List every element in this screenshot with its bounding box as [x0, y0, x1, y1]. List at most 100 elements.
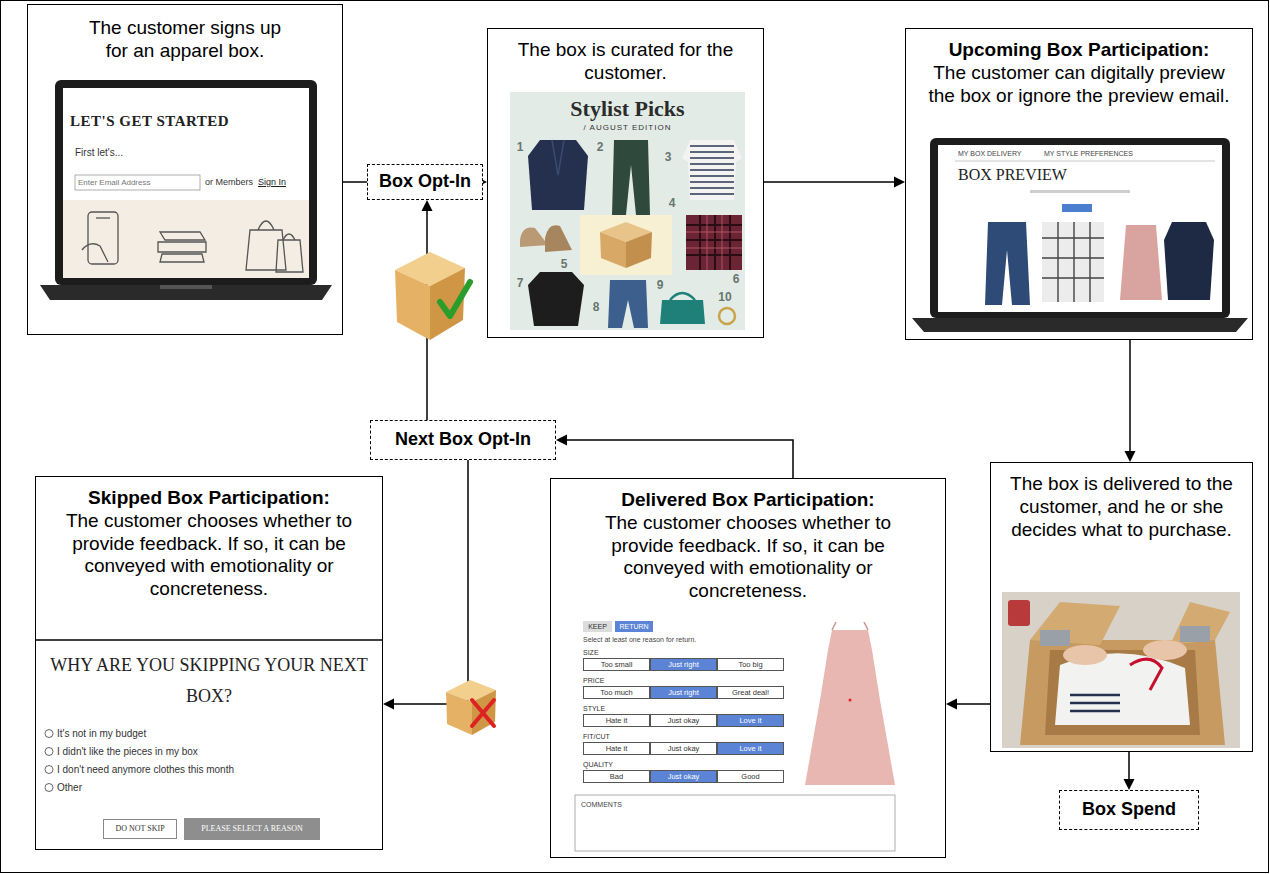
rating-cell: Just okay	[650, 714, 717, 727]
box-heading: Upcoming Box Participation:	[906, 39, 1252, 62]
preview-laptop-part-part	[1042, 237, 1104, 238]
connector	[764, 177, 905, 188]
return-button: RETURN	[615, 621, 653, 632]
box-heading: Delivered Box Participation:	[551, 489, 945, 512]
survey-question: WHY ARE YOU SKIPPING YOUR NEXT BOX?	[38, 650, 380, 712]
rating-cell: Hate it	[583, 714, 650, 727]
unboxing-photo-part-part	[1070, 702, 1120, 705]
preview-laptop-part-part	[1073, 222, 1074, 302]
rating-cell-selected: Love it	[717, 714, 784, 727]
rating-cell-selected: Love it	[717, 742, 784, 755]
box-heading: Skipped Box Participation:	[36, 487, 382, 510]
stylist-picks-collage-part	[608, 280, 648, 328]
arrowhead	[946, 699, 957, 710]
survey-option: I don't need anymore clothes this month	[57, 763, 357, 776]
stylist-picks-collage-part	[612, 140, 650, 215]
skip-form-art-part-part	[45, 784, 53, 792]
skip-box-icon-part	[472, 700, 494, 726]
callout-number: 10	[714, 290, 736, 304]
form-note: COMMENTS	[581, 799, 661, 809]
skip-form-art	[35, 640, 383, 792]
skip-box-icon	[446, 680, 496, 735]
box-text: Box Spend	[1082, 799, 1176, 821]
signup-laptop-part-part	[96, 217, 110, 218]
connector	[1125, 340, 1136, 462]
survey-button: DO NOT SKIP	[103, 819, 177, 839]
process-box: The box is delivered to the customer, an…	[990, 462, 1253, 752]
box-text: Box Opt-In	[379, 171, 471, 193]
signup-laptop-part	[55, 80, 317, 285]
callout-number: 5	[556, 257, 572, 271]
stylist-picks-collage-part-part	[690, 145, 734, 147]
stylist-picks-collage-part	[552, 140, 564, 175]
feedback-form-art-part	[849, 699, 852, 702]
callout-number: 7	[512, 276, 528, 290]
rating-heading: SIZE	[583, 647, 643, 657]
callout-number: 4	[664, 196, 680, 210]
stylist-picks-collage-part	[520, 228, 548, 248]
signup-laptop-part-part	[276, 234, 303, 272]
stylist-picks-collage-part	[545, 225, 572, 252]
preview-laptop-part	[1030, 190, 1130, 193]
stylist-picks-collage-part	[686, 215, 742, 270]
unboxing-photo	[1002, 592, 1240, 748]
unboxing-photo-part	[1130, 659, 1162, 690]
survey-option: Other	[57, 781, 357, 794]
arrowhead	[422, 200, 433, 211]
stylist-picks-collage-part-part	[714, 215, 716, 270]
skip-form-art-part-part	[45, 730, 53, 738]
arrowhead	[383, 699, 394, 710]
unboxing-photo-part	[1002, 592, 1240, 748]
rating-cell: Too much	[583, 686, 650, 699]
rating-cell-selected: Just right	[650, 686, 717, 699]
preview-laptop-part-part	[1042, 257, 1104, 258]
arrowhead	[894, 177, 905, 188]
signup-laptop-part	[63, 200, 309, 278]
survey-option: I didn't like the pieces in my box	[57, 745, 357, 758]
unboxing-photo-part-part	[1070, 710, 1120, 713]
dashed-outcome-box: Box Spend	[1059, 790, 1199, 830]
skip-form-art-part-part	[45, 748, 53, 756]
stylist-picks-collage-part	[719, 308, 735, 324]
connector-line	[1129, 340, 1131, 451]
rating-heading: STYLE	[583, 703, 643, 713]
stylist-picks-collage-part-part	[686, 232, 742, 233]
connector-line	[957, 703, 990, 705]
unboxing-photo-part	[1180, 626, 1210, 642]
rating-heading: PRICE	[583, 675, 643, 685]
rating-cell: Bad	[583, 770, 650, 783]
unboxing-photo-part	[1030, 602, 1120, 645]
unboxing-photo-part-part	[1070, 694, 1120, 697]
stylist-picks-collage-part-part	[690, 157, 734, 159]
process-box: The customer signs up for an apparel box…	[27, 4, 343, 335]
rating-cell-selected: Just okay	[650, 770, 717, 783]
signup-laptop-part	[160, 285, 212, 289]
unboxing-photo-part	[1020, 640, 1225, 745]
screen-heading: BOX PREVIEW	[958, 164, 1118, 186]
callout-number: 3	[660, 150, 676, 164]
preview-laptop-part	[938, 145, 1222, 312]
preview-laptop-part-part	[1042, 277, 1104, 278]
connector-line	[343, 181, 367, 183]
stylist-picks-collage-part	[686, 215, 742, 270]
skip-box-icon-part	[472, 690, 496, 735]
stylist-picks-collage-part-part	[690, 193, 734, 195]
preview-laptop	[912, 138, 1248, 332]
connector-line	[394, 460, 468, 704]
unboxing-photo-part	[1170, 602, 1230, 645]
arrowhead	[556, 435, 567, 446]
rating-cell: Hate it	[583, 742, 650, 755]
stylist-picks-collage-part-part	[729, 215, 731, 270]
arrowhead	[1124, 779, 1135, 790]
connector	[946, 699, 990, 710]
connector-line	[567, 440, 793, 478]
rating-cell: Too small	[583, 658, 650, 671]
signup-laptop-part-part	[82, 244, 108, 262]
stylist-picks-collage-part-part	[699, 215, 701, 270]
stylist-picks-collage-part	[510, 92, 745, 330]
dashed-outcome-box: Next Box Opt-In	[370, 420, 556, 460]
box-text: The box is curated for the customer.	[501, 39, 751, 85]
input-placeholder: Enter Email Address	[78, 176, 198, 190]
